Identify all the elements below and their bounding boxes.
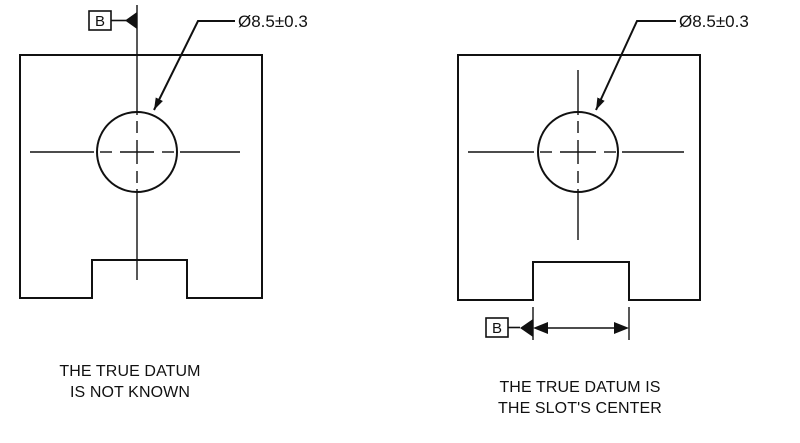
right-slot-dimension-line (533, 322, 629, 334)
right-caption-line-1: THE TRUE DATUM IS (499, 379, 661, 396)
right-datum-letter: B (492, 320, 502, 337)
left-view: B Ø8.5±0.3 (19, 5, 308, 299)
right-caption-line-2: THE SLOT'S CENTER (498, 400, 662, 417)
right-part-outline (457, 54, 701, 301)
left-part-outline (19, 54, 263, 299)
left-datum-letter: B (95, 13, 105, 30)
left-caption: THE TRUE DATUM IS NOT KNOWN (30, 361, 230, 403)
right-view: B Ø8.5±0.3 (457, 12, 749, 340)
left-datum-feature-symbol: B (88, 10, 137, 31)
left-caption-line-1: THE TRUE DATUM (59, 363, 201, 380)
left-caption-line-2: IS NOT KNOWN (69, 384, 191, 401)
right-datum-feature-symbol: B (485, 317, 533, 338)
right-hole-callout: Ø8.5±0.3 (679, 12, 749, 31)
left-hole-callout: Ø8.5±0.3 (238, 12, 308, 31)
left-hole-leader (153, 20, 235, 111)
right-datum-triangle (520, 319, 533, 337)
right-caption: THE TRUE DATUM IS THE SLOT'S CENTER (465, 377, 695, 419)
left-datum-triangle (125, 12, 137, 29)
right-hole-leader (595, 20, 676, 111)
